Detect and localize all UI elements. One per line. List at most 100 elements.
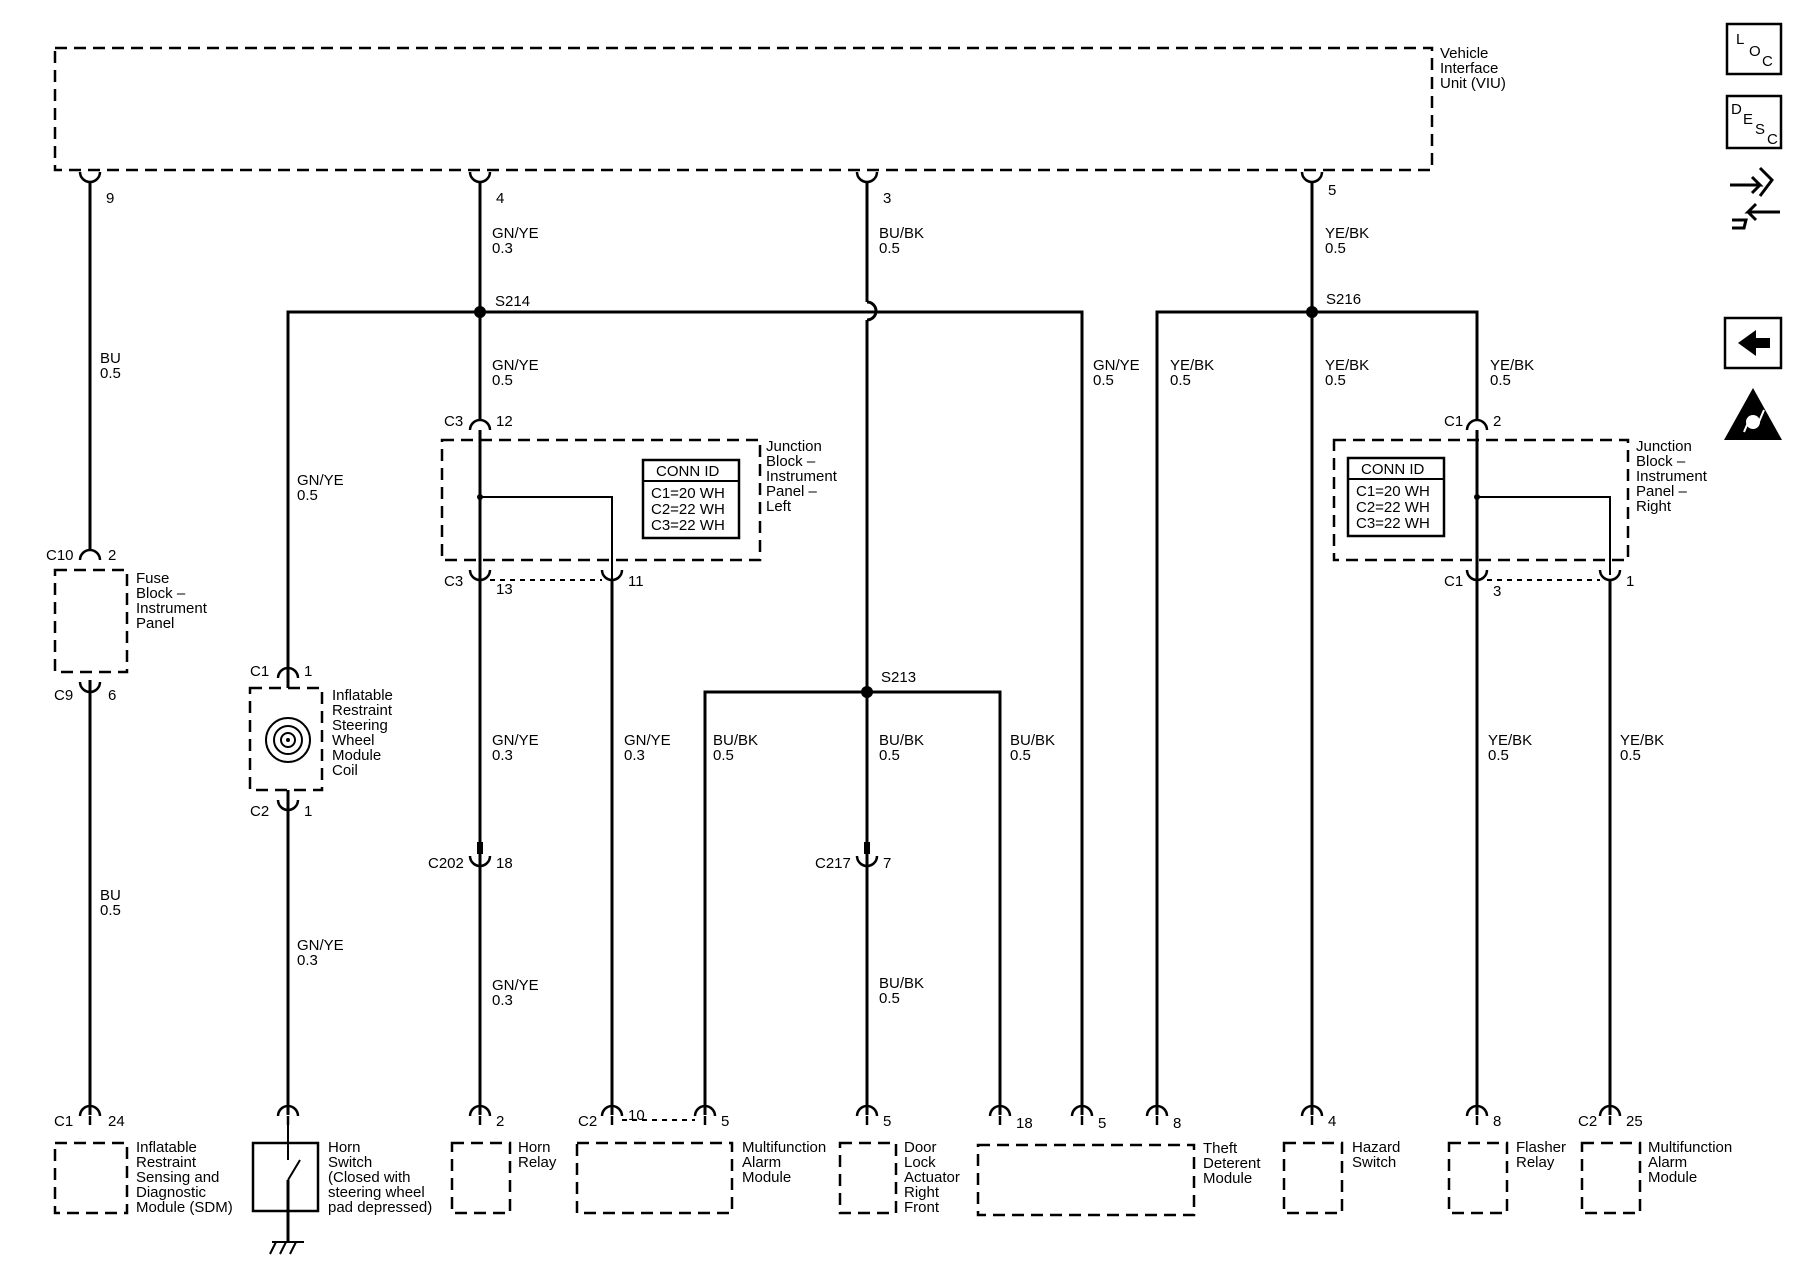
svg-text:BU/BK: BU/BK <box>879 225 924 242</box>
svg-text:YE/BK: YE/BK <box>1325 225 1369 242</box>
schematic-navigation-icon[interactable] <box>1730 166 1780 230</box>
svg-text:0.5: 0.5 <box>879 990 900 1007</box>
viu-pin-9: 9 <box>106 190 114 207</box>
svg-text:YE/BK: YE/BK <box>1325 357 1369 374</box>
svg-text:C2=22 WH: C2=22 WH <box>651 501 725 518</box>
svg-text:Block –: Block – <box>1636 453 1686 470</box>
svg-text:Theft: Theft <box>1203 1140 1238 1157</box>
viu-label-3: Unit (VIU) <box>1440 75 1506 92</box>
svg-text:2: 2 <box>1493 413 1501 430</box>
svg-text:0.5: 0.5 <box>100 902 121 919</box>
viu-module: Vehicle Interface Unit (VIU) <box>53 45 1506 172</box>
svg-text:18: 18 <box>1016 1115 1033 1132</box>
svg-text:steering wheel: steering wheel <box>328 1184 425 1201</box>
svg-text:5: 5 <box>1098 1115 1106 1132</box>
svg-text:0.3: 0.3 <box>297 952 318 969</box>
conn-id-title-left: CONN ID <box>656 463 720 480</box>
svg-text:C3: C3 <box>444 413 463 430</box>
svg-text:Relay: Relay <box>518 1154 557 1171</box>
svg-text:L: L <box>1736 31 1744 48</box>
back-arrow-icon[interactable] <box>1723 316 1783 370</box>
svg-text:Instrument: Instrument <box>136 600 208 617</box>
svg-text:0.3: 0.3 <box>624 747 645 764</box>
svg-text:Deterent: Deterent <box>1203 1155 1261 1172</box>
desc-icon[interactable]: D E S C <box>1725 94 1783 150</box>
svg-text:YE/BK: YE/BK <box>1488 732 1532 749</box>
svg-text:GN/YE: GN/YE <box>297 937 344 954</box>
svg-text:Module (SDM): Module (SDM) <box>136 1199 233 1216</box>
svg-text:Right: Right <box>1636 498 1672 515</box>
svg-text:Actuator: Actuator <box>904 1169 960 1186</box>
svg-text:Module: Module <box>332 747 381 764</box>
svg-text:Multifunction: Multifunction <box>1648 1139 1732 1156</box>
viu-box <box>53 46 1434 172</box>
svg-text:Relay: Relay <box>1516 1154 1555 1171</box>
loc-icon[interactable]: L O C <box>1725 22 1783 76</box>
svg-text:Fuse: Fuse <box>136 570 169 587</box>
svg-text:13: 13 <box>496 581 513 598</box>
svg-text:Switch: Switch <box>1352 1154 1396 1171</box>
svg-text:GN/YE: GN/YE <box>492 977 539 994</box>
svg-text:GN/YE: GN/YE <box>492 225 539 242</box>
svg-text:C: C <box>1762 53 1773 70</box>
svg-text:5: 5 <box>883 1113 891 1130</box>
svg-text:GN/YE: GN/YE <box>492 357 539 374</box>
svg-text:6: 6 <box>108 687 116 704</box>
svg-text:C2: C2 <box>250 803 269 820</box>
svg-text:Horn: Horn <box>328 1139 361 1156</box>
svg-text:C2: C2 <box>1578 1113 1597 1130</box>
svg-text:Inflatable: Inflatable <box>332 687 393 704</box>
svg-text:18: 18 <box>496 855 513 872</box>
svg-text:Wheel: Wheel <box>332 732 375 749</box>
svg-text:0.5: 0.5 <box>1010 747 1031 764</box>
viu-label-1: Vehicle <box>1440 45 1488 62</box>
wire-labels: BU0.5 BU0.5 GN/YE0.3 GN/YE0.5 GN/YE0.5 G… <box>100 225 1664 1009</box>
svg-text:Restraint: Restraint <box>136 1154 197 1171</box>
svg-text:GN/YE: GN/YE <box>624 732 671 749</box>
svg-text:24: 24 <box>108 1113 125 1130</box>
svg-text:0.5: 0.5 <box>713 747 734 764</box>
svg-text:C3: C3 <box>444 573 463 590</box>
svg-text:Switch: Switch <box>328 1154 372 1171</box>
svg-text:Flasher: Flasher <box>1516 1139 1566 1156</box>
svg-text:C10: C10 <box>46 547 74 564</box>
svg-text:YE/BK: YE/BK <box>1620 732 1664 749</box>
svg-text:Steering: Steering <box>332 717 388 734</box>
svg-text:BU/BK: BU/BK <box>713 732 758 749</box>
svg-text:C2=22 WH: C2=22 WH <box>1356 499 1430 516</box>
svg-text:Alarm: Alarm <box>742 1154 781 1171</box>
svg-text:0.5: 0.5 <box>1093 372 1114 389</box>
svg-text:Diagnostic: Diagnostic <box>136 1184 207 1201</box>
svg-text:Front: Front <box>904 1199 940 1216</box>
svg-text:Inflatable: Inflatable <box>136 1139 197 1156</box>
svg-text:C1: C1 <box>54 1113 73 1130</box>
wires <box>88 182 1612 1115</box>
viu-connector-pins: 9 4 3 5 <box>78 171 1336 207</box>
svg-text:Door: Door <box>904 1139 937 1156</box>
svg-text:Block –: Block – <box>136 585 186 602</box>
svg-text:Sensing and: Sensing and <box>136 1169 219 1186</box>
viu-label-2: Interface <box>1440 60 1498 77</box>
svg-text:0.3: 0.3 <box>492 992 513 1009</box>
svg-text:Right: Right <box>904 1184 940 1201</box>
svg-text:8: 8 <box>1173 1115 1181 1132</box>
svg-text:Multifunction: Multifunction <box>742 1139 826 1156</box>
svg-text:C1: C1 <box>1444 413 1463 430</box>
svg-text:YE/BK: YE/BK <box>1490 357 1534 374</box>
svg-text:0.5: 0.5 <box>1490 372 1511 389</box>
svg-text:C: C <box>1767 131 1778 148</box>
svg-text:Junction: Junction <box>1636 438 1692 455</box>
svg-text:C202: C202 <box>428 855 464 872</box>
svg-text:pad depressed): pad depressed) <box>328 1199 432 1216</box>
svg-text:Instrument: Instrument <box>1636 468 1708 485</box>
svg-text:0.5: 0.5 <box>297 487 318 504</box>
svg-text:C3=22 WH: C3=22 WH <box>1356 515 1430 532</box>
svg-text:Horn: Horn <box>518 1139 551 1156</box>
svg-text:2: 2 <box>108 547 116 564</box>
svg-text:GN/YE: GN/YE <box>492 732 539 749</box>
splice-s216-label: S216 <box>1326 291 1361 308</box>
